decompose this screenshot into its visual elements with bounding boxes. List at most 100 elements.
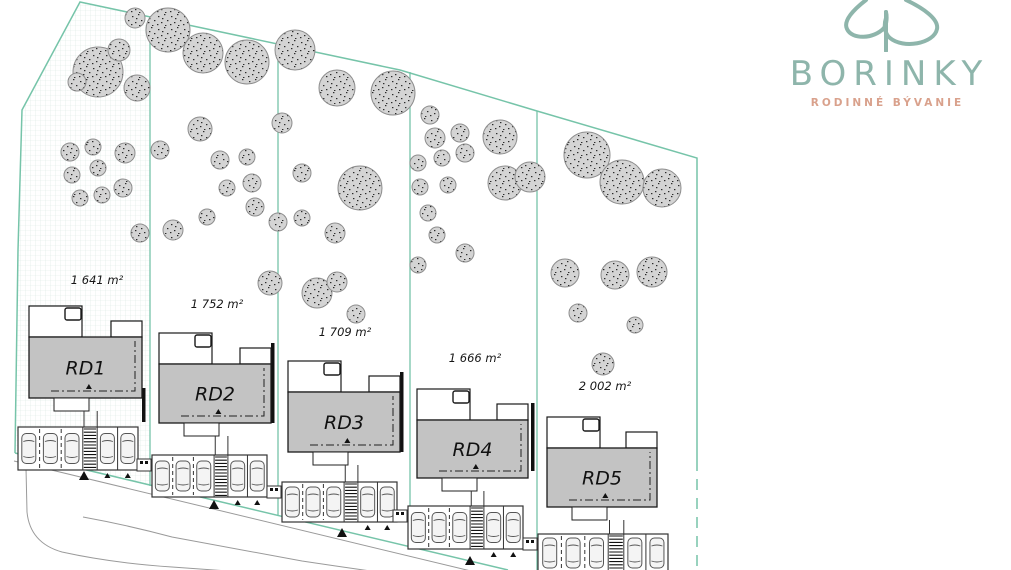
brand-logo: BORINKY RODINNÉ BÝVANIE [772, 0, 1000, 109]
tree [242, 173, 262, 193]
stairs-icon [471, 507, 483, 547]
landing-rd2 [183, 422, 220, 437]
parking-marker [104, 473, 111, 478]
trees-layer [60, 7, 682, 376]
entry-pad-step [526, 540, 529, 543]
parking-marker [384, 525, 391, 530]
tree [420, 105, 440, 125]
tree [428, 226, 446, 244]
boundary-triangle-marker [465, 556, 475, 565]
area-label-rd2: 1 752 m² [191, 297, 244, 311]
boundary-triangle-marker [337, 528, 347, 537]
garage-window-rd1 [64, 307, 82, 321]
parking-marker [254, 500, 261, 505]
entry-pad [392, 509, 408, 523]
tree [636, 256, 668, 288]
tree [60, 142, 80, 162]
tree [318, 69, 356, 107]
car-icon [379, 486, 395, 518]
tree [324, 222, 346, 244]
tree [455, 243, 475, 263]
roof-overhang-dashline [439, 424, 522, 472]
car-icon [175, 460, 191, 492]
clover-leaf-paths [843, 0, 939, 52]
garage-window-rd4 [452, 390, 470, 404]
clover-leaf-icon [843, 0, 939, 52]
tree [455, 143, 475, 163]
parking-marker [490, 552, 497, 557]
entry-pad [266, 485, 282, 499]
tree [642, 168, 682, 208]
tree [145, 7, 191, 53]
tree [439, 176, 457, 194]
brand-title: BORINKY [789, 54, 990, 94]
tree [84, 138, 102, 156]
entry-pad [522, 537, 538, 551]
tree [67, 72, 87, 92]
road-edge-2 [25, 467, 222, 570]
house-entry-marker [85, 384, 92, 389]
area-label-rd3: 1 709 m² [319, 325, 372, 339]
house-rd4 [416, 419, 529, 479]
house-label-rd3: RD3 [324, 412, 364, 434]
car-icon [230, 460, 246, 492]
tree [274, 29, 316, 71]
tree [591, 352, 615, 376]
car-icon [42, 433, 58, 464]
lot-rd3: 1 709 m² RD3 [266, 325, 401, 530]
tree [224, 39, 270, 85]
tree [370, 70, 416, 116]
entry-pad [136, 458, 152, 472]
stairs-icon [609, 535, 623, 569]
entry-pad-step [401, 512, 404, 515]
car-icon [196, 460, 212, 492]
boundary-triangle-marker [79, 471, 89, 480]
tree [198, 208, 216, 226]
roof-overhang-dashline [181, 368, 265, 417]
tree [600, 260, 630, 290]
car-icon [542, 537, 558, 569]
boundary-triangle-marker [209, 500, 219, 509]
car-icon [64, 433, 80, 464]
tree [409, 154, 427, 172]
site-boundary [14, 1, 698, 460]
entry-pad-step [396, 512, 399, 515]
tree [301, 277, 333, 309]
tree [63, 166, 81, 184]
tree [568, 303, 588, 323]
tree [124, 7, 146, 29]
road-edge-3 [82, 516, 368, 570]
car-icon [99, 433, 115, 464]
car-icon [649, 537, 665, 569]
landing-rd4 [441, 477, 478, 492]
car-icon [486, 512, 502, 543]
car-icon [431, 512, 447, 543]
tree [218, 179, 236, 197]
car-icon [360, 486, 376, 518]
house-entry-marker [215, 409, 222, 414]
tree [71, 189, 89, 207]
parking-marker [510, 552, 517, 557]
tree [482, 119, 518, 155]
tree [268, 212, 288, 232]
car-icon [589, 537, 604, 569]
car-icon [305, 486, 321, 518]
tree [113, 178, 133, 198]
parking-marker [364, 525, 371, 530]
house-label-rd5: RD5 [582, 468, 622, 490]
house-rd2 [158, 363, 272, 424]
car-icon [326, 486, 342, 518]
car-icon [565, 537, 581, 569]
retaining-wall-3 [400, 372, 404, 452]
tree [182, 32, 224, 74]
retaining-wall-1 [142, 388, 146, 422]
tree [411, 178, 429, 196]
tree [419, 204, 437, 222]
car-icon [284, 486, 300, 518]
tree [409, 256, 427, 274]
tree [210, 150, 230, 170]
